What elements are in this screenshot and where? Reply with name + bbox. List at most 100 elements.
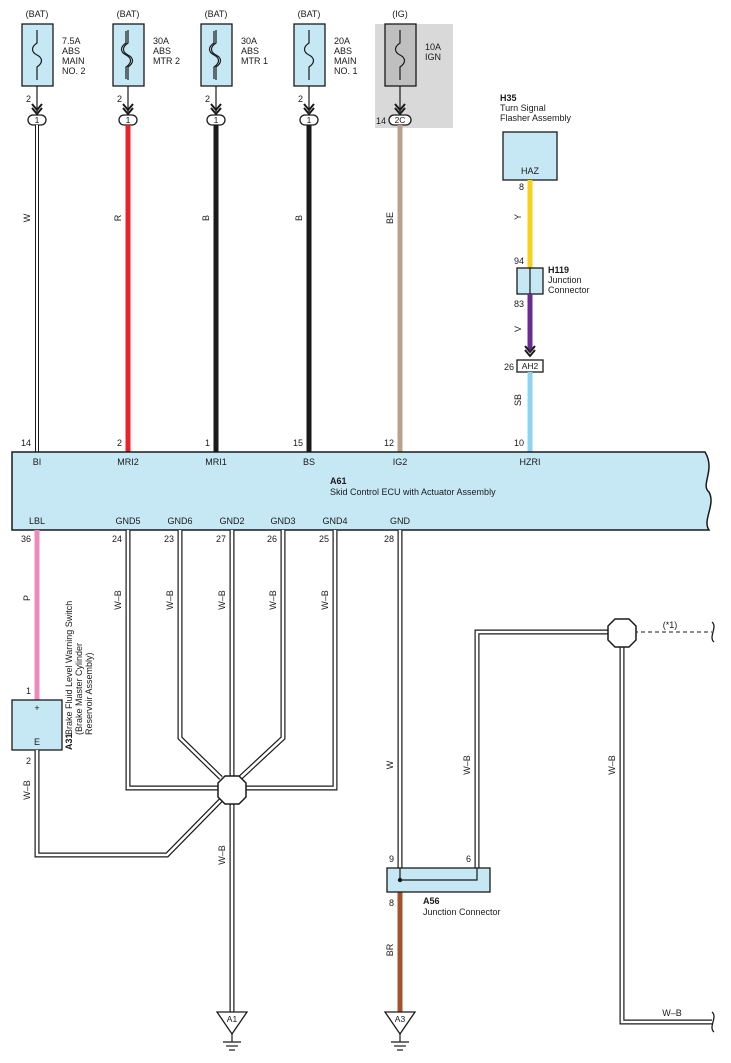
top-wires: W R B B BE	[22, 125, 403, 452]
svg-text:8: 8	[389, 898, 394, 908]
svg-text:W–B: W–B	[268, 590, 278, 610]
svg-text:26: 26	[267, 534, 277, 544]
svg-text:1: 1	[26, 686, 31, 696]
svg-text:6: 6	[466, 854, 471, 864]
svg-text:83: 83	[514, 299, 524, 309]
wire-code-w: W	[22, 213, 32, 222]
svg-text:25: 25	[319, 534, 329, 544]
svg-text:1: 1	[35, 115, 40, 125]
svg-text:E: E	[34, 737, 40, 747]
wire-code-r: R	[113, 214, 123, 221]
svg-text:8: 8	[519, 182, 524, 192]
svg-text:ABS: ABS	[241, 46, 259, 56]
svg-text:1: 1	[214, 115, 219, 125]
svg-text:Connector: Connector	[548, 285, 590, 295]
svg-text:2: 2	[26, 94, 31, 104]
svg-text:1: 1	[205, 438, 210, 448]
svg-text:GND6: GND6	[167, 516, 192, 526]
svg-text:W–B: W–B	[217, 590, 227, 610]
svg-text:28: 28	[384, 534, 394, 544]
svg-text:W–B: W–B	[165, 590, 175, 610]
ecu-a61: A61 Skid Control ECU with Actuator Assem…	[11, 438, 712, 544]
svg-text:14: 14	[21, 438, 31, 448]
svg-text:BS: BS	[303, 457, 315, 467]
svg-text:H119: H119	[548, 265, 569, 275]
svg-text:36: 36	[21, 534, 31, 544]
svg-text:GND3: GND3	[270, 516, 295, 526]
svg-text:ABS: ABS	[153, 46, 171, 56]
svg-text:14: 14	[376, 116, 386, 126]
svg-text:HAZ: HAZ	[521, 166, 540, 176]
ground-a1: A1	[215, 1011, 249, 1051]
svg-text:IGN: IGN	[425, 52, 441, 62]
svg-text:1: 1	[307, 115, 312, 125]
svg-text:ABS: ABS	[62, 46, 80, 56]
svg-text:Junction: Junction	[548, 275, 582, 285]
svg-text:GND: GND	[390, 516, 411, 526]
svg-text:W–B: W–B	[607, 755, 617, 775]
a31-brake-fluid-switch: P 1 + E 2 A31 Brake Fluid Level Warning …	[11, 530, 94, 800]
svg-text:12: 12	[384, 438, 394, 448]
ground-wires	[34, 530, 715, 1033]
svg-text:30A: 30A	[153, 36, 169, 46]
svg-text:(BAT): (BAT)	[298, 9, 321, 19]
svg-text:MTR 2: MTR 2	[153, 56, 180, 66]
svg-text:GND2: GND2	[219, 516, 244, 526]
fuse-abs-main-no1: (BAT) 20A ABS MAIN NO. 1	[293, 9, 358, 87]
svg-text:W–B: W–B	[462, 755, 472, 775]
svg-text:MRI2: MRI2	[117, 457, 139, 467]
svg-text:23: 23	[164, 534, 174, 544]
a56-junction-connector: 9 6 8 A56 Junction Connector	[386, 854, 501, 917]
svg-text:NO. 1: NO. 1	[334, 66, 358, 76]
svg-text:(Brake Master Cylinder: (Brake Master Cylinder	[74, 643, 84, 735]
svg-text:Skid Control ECU with Actuator: Skid Control ECU with Actuator Assembly	[330, 487, 496, 497]
fuse-source: (BAT)	[26, 9, 49, 19]
svg-text:W–B: W–B	[22, 780, 32, 800]
svg-text:2: 2	[117, 438, 122, 448]
svg-text:Flasher Assembly: Flasher Assembly	[500, 113, 572, 123]
right-splice-octagon: (*1)	[607, 618, 678, 648]
svg-text:(BAT): (BAT)	[205, 9, 228, 19]
svg-text:10A: 10A	[425, 42, 441, 52]
svg-text:+: +	[34, 703, 39, 713]
svg-text:2: 2	[117, 94, 122, 104]
svg-text:SB: SB	[513, 394, 523, 406]
svg-text:2: 2	[205, 94, 210, 104]
svg-text:Y: Y	[513, 214, 523, 220]
fuse-abs-main-no2: (BAT) 7.5A ABS MAIN NO. 2	[21, 9, 86, 87]
svg-text:A1: A1	[227, 1014, 238, 1024]
svg-text:A3: A3	[395, 1014, 406, 1024]
fuse-icon	[31, 30, 43, 80]
h119-junction-connector: 94 H119 Junction Connector 83 V	[513, 256, 590, 357]
svg-text:2: 2	[26, 756, 31, 766]
svg-text:(*1): (*1)	[663, 620, 678, 630]
fuse-icon	[303, 30, 315, 80]
wire-code-b1: B	[201, 215, 211, 221]
ground-a3: A3	[383, 1011, 417, 1051]
svg-text:30A: 30A	[241, 36, 257, 46]
svg-text:HZRI: HZRI	[520, 457, 541, 467]
svg-text:NO. 2: NO. 2	[62, 66, 86, 76]
svg-text:P: P	[22, 595, 32, 601]
svg-text:MAIN: MAIN	[62, 56, 85, 66]
svg-text:26: 26	[504, 362, 514, 372]
wire-code-b2: B	[294, 215, 304, 221]
h35-turn-signal-flasher: H35 Turn Signal Flasher Assembly HAZ 8 Y	[500, 93, 572, 268]
fuse-connectors: 2 2 2 2 14 1 1 1 1 2C	[26, 86, 412, 126]
fuse-icon	[394, 30, 406, 80]
svg-text:ABS: ABS	[334, 46, 352, 56]
svg-text:GND4: GND4	[322, 516, 347, 526]
svg-text:Reservoir Assembly): Reservoir Assembly)	[84, 652, 94, 735]
fuse-icon	[120, 31, 132, 79]
svg-text:Junction Connector: Junction Connector	[423, 907, 501, 917]
svg-text:Turn Signal: Turn Signal	[500, 103, 546, 113]
ah2-connector: 26 AH2 SB	[504, 359, 544, 452]
svg-text:(BAT): (BAT)	[117, 9, 140, 19]
svg-text:GND5: GND5	[115, 516, 140, 526]
svg-text:20A: 20A	[334, 36, 350, 46]
svg-text:24: 24	[112, 534, 122, 544]
svg-text:2: 2	[298, 94, 303, 104]
svg-text:2C: 2C	[395, 115, 406, 125]
wire-code-be: BE	[385, 212, 395, 224]
